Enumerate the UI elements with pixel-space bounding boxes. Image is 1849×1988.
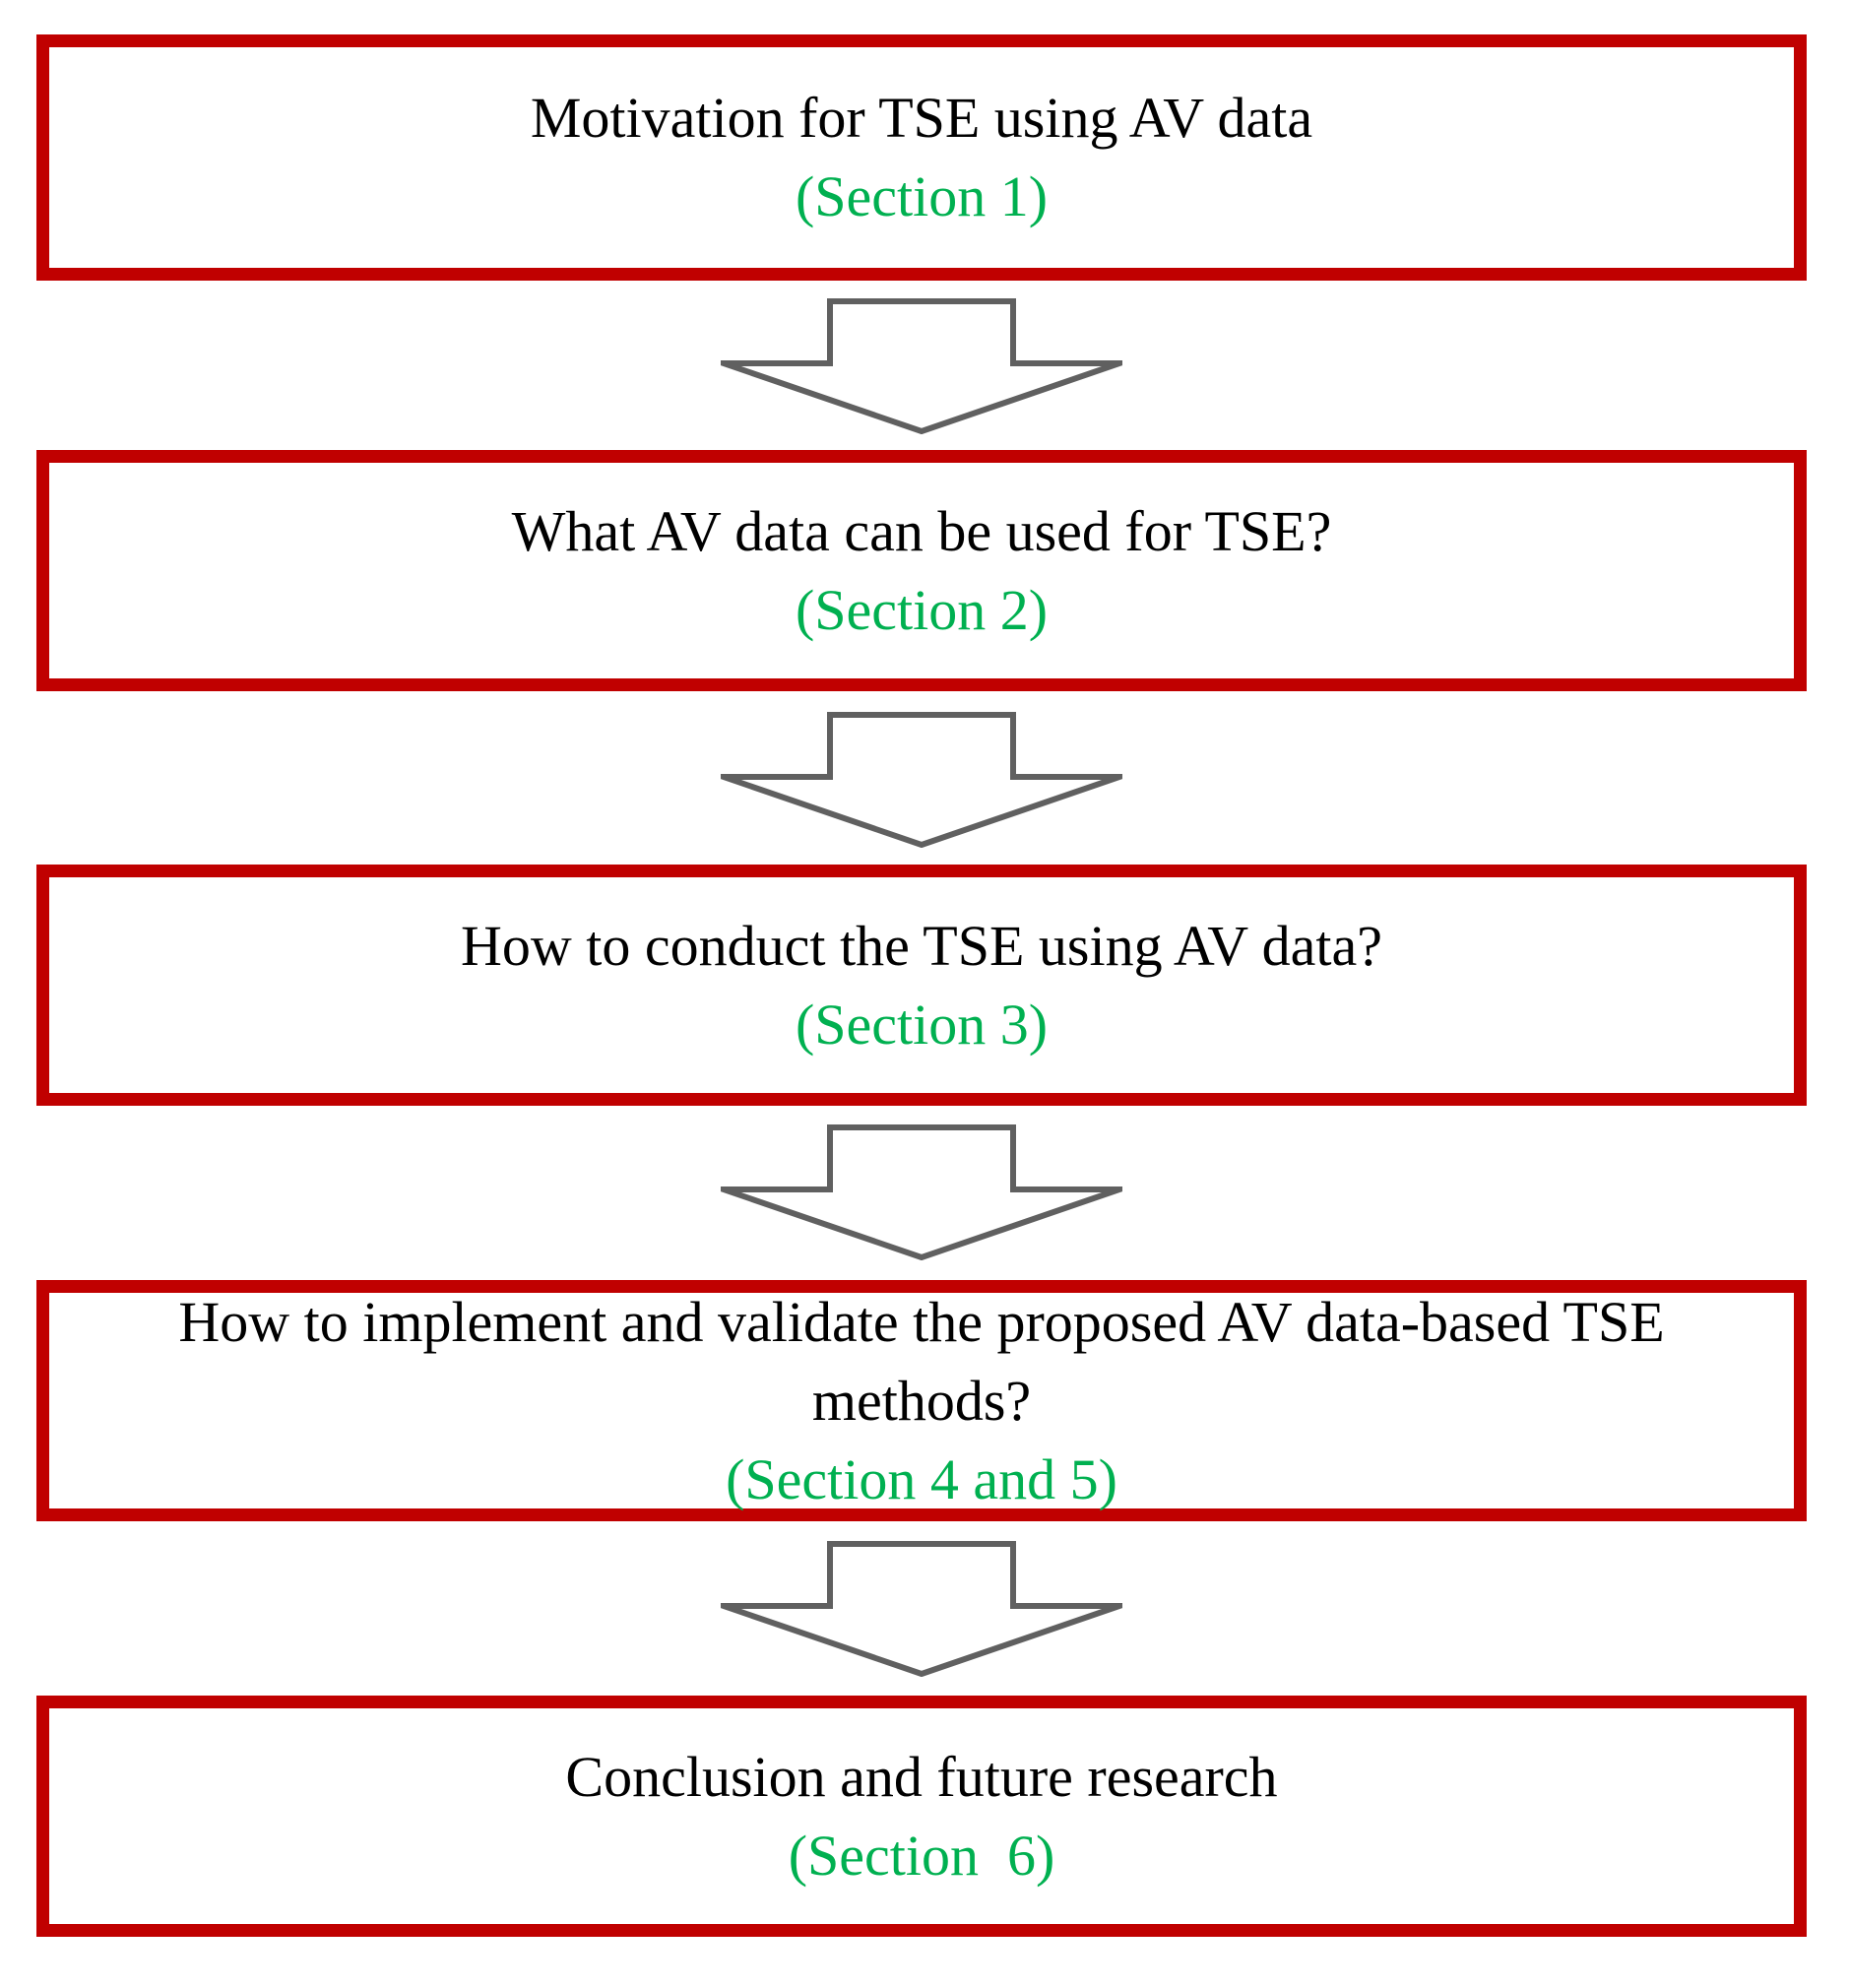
down-arrow-icon bbox=[721, 1541, 1122, 1677]
flow-box-conduct-tse: How to conduct the TSE using AV data? (S… bbox=[36, 865, 1807, 1106]
box-title-line: methods? bbox=[811, 1368, 1032, 1433]
box-section-label: (Section 6) bbox=[788, 1823, 1055, 1888]
box-title-line: Motivation for TSE using AV data bbox=[530, 86, 1313, 150]
box-section-label: (Section 2) bbox=[795, 577, 1049, 642]
flow-box-conclusion: Conclusion and future research (Section … bbox=[36, 1696, 1807, 1937]
box-title-line: How to conduct the TSE using AV data? bbox=[461, 913, 1382, 978]
box-title-line: Conclusion and future research bbox=[565, 1744, 1278, 1809]
flow-box-motivation: Motivation for TSE using AV data (Sectio… bbox=[36, 34, 1807, 281]
box-section-label: (Section 4 and 5) bbox=[726, 1446, 1117, 1511]
down-arrow-icon bbox=[721, 712, 1122, 848]
flow-box-implement-validate: How to implement and validate the propos… bbox=[36, 1280, 1807, 1521]
down-arrow-icon bbox=[721, 298, 1122, 434]
box-section-label: (Section 1) bbox=[795, 164, 1049, 228]
down-arrow-icon bbox=[721, 1124, 1122, 1260]
box-title-line: What AV data can be used for TSE? bbox=[511, 498, 1332, 563]
box-title-line: How to implement and validate the propos… bbox=[178, 1289, 1665, 1354]
flow-box-av-data: What AV data can be used for TSE? (Secti… bbox=[36, 450, 1807, 691]
box-section-label: (Section 3) bbox=[795, 992, 1049, 1057]
